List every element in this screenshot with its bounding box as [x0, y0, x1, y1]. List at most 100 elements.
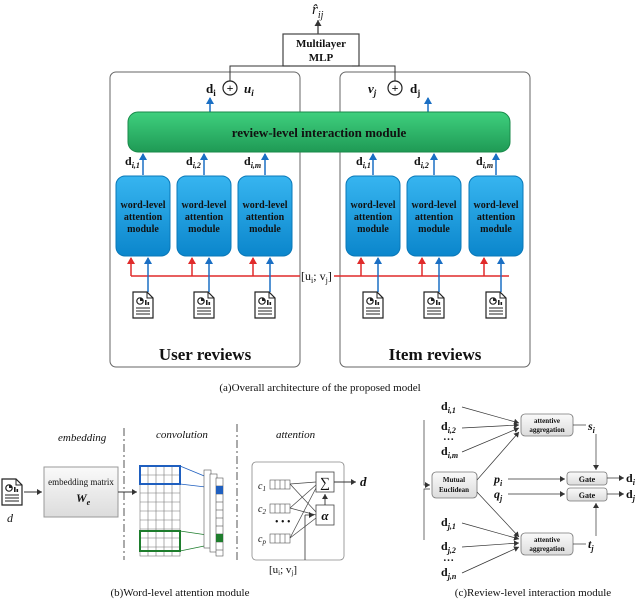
doc-to-word-arrows [144, 257, 505, 292]
review-d-label: di,1 [441, 399, 456, 415]
document-icon [1, 478, 23, 506]
feature-cell-green [216, 534, 223, 542]
user-word-modules [115, 175, 293, 257]
conv-input-grid [139, 465, 181, 557]
user-panel-box [109, 71, 301, 368]
user-reviews-title: User reviews [159, 345, 252, 364]
concat-uv-label: [ui; vj] [301, 269, 332, 285]
document-icon [254, 291, 276, 319]
svg-text:module: module [188, 224, 220, 235]
review-d-label: dj,1 [441, 515, 456, 531]
svg-text:word-level: word-level [243, 200, 288, 211]
gate-label: Gate [579, 475, 596, 484]
user-d-labels: di,1 di,2 di,m [125, 154, 261, 170]
user-concat-circle [222, 80, 238, 96]
word-module-labels: word-level attention module word-level a… [121, 200, 519, 235]
mlp-line1: Multilayer [296, 38, 346, 50]
item-panel-box [339, 71, 531, 368]
word-to-review-arrows [139, 153, 500, 175]
attentive-label: attentive [534, 417, 560, 425]
embedding-matrix-label: embedding matrix [48, 477, 114, 487]
panel-b: embedding convolution attention d embedd… [1, 424, 367, 599]
c1-label: c1 [258, 481, 266, 493]
document-d-label: d [7, 511, 14, 525]
attention-uv-label: [ui; vj] [269, 564, 297, 577]
gate-top [566, 471, 608, 486]
svg-text:word-level: word-level [121, 200, 166, 211]
item-d-j-label: dj [410, 81, 420, 98]
alpha-symbol: α [321, 508, 329, 523]
attention-dots: • • • [275, 517, 291, 528]
d-label: di,2 [414, 154, 429, 170]
svg-text:word-level: word-level [412, 200, 457, 211]
item-v-j-label: vj [368, 81, 377, 98]
svg-text:module: module [357, 224, 389, 235]
review-d-label: di,2 [441, 419, 456, 435]
document-icon [423, 291, 445, 319]
gate-connections [508, 434, 624, 536]
user-concat-plus: + [227, 81, 234, 95]
item-word-modules [345, 175, 524, 257]
panel-c: di,1 di,2 … di,m dj,1 dj,2 … dj,n attent… [423, 399, 636, 599]
attentive-label: attentive [534, 536, 560, 544]
review-d-label: dj,2 [441, 539, 456, 555]
top-agg-inputs [461, 406, 520, 481]
embedding-stage-label: embedding [58, 432, 107, 444]
review-level-module [127, 111, 511, 153]
concat-red-lines [127, 257, 509, 277]
item-concat-circle [387, 80, 403, 96]
c2-label: c2 [258, 504, 266, 516]
out-d-i-label: di [626, 471, 636, 487]
bottom-agg-inputs [461, 491, 520, 574]
d-label: di,2 [186, 154, 201, 170]
d-label: di,m [244, 154, 261, 170]
conv-feature-maps [203, 469, 224, 557]
attention-output-d: d [360, 474, 367, 489]
feature-cell-blue [216, 486, 223, 494]
svg-text:module: module [480, 224, 512, 235]
convolution-stage-label: convolution [156, 429, 208, 441]
review-level-module-label: review-level interaction module [232, 125, 407, 140]
caption-b: (b)Word-level attention module [110, 587, 249, 599]
attention-vectors [269, 479, 291, 544]
mutual-inputs [423, 420, 430, 540]
s-i-label: si [587, 419, 596, 435]
svg-text:module: module [127, 224, 159, 235]
conv-filter-green [139, 530, 181, 552]
panel-a: r̂ij Multilayer MLP di + ui vj + dj revi… [109, 2, 531, 394]
svg-text:word-level: word-level [351, 200, 396, 211]
d-label: di,1 [356, 154, 371, 170]
item-concat-plus: + [392, 81, 399, 95]
p-i-label: pi [493, 472, 503, 488]
caption-a: (a)Overall architecture of the proposed … [219, 382, 420, 394]
svg-text:word-level: word-level [182, 200, 227, 211]
d-label: di,m [476, 154, 493, 170]
word-attention-module [176, 175, 232, 257]
mutual-label: Mutual [443, 476, 465, 484]
sum-symbol: ∑ [320, 476, 330, 491]
svg-text:attention: attention [415, 212, 454, 223]
word-attention-module [406, 175, 462, 257]
aggregation-label: aggregation [529, 426, 564, 434]
user-d-i-label: di [206, 81, 216, 98]
svg-text:word-level: word-level [474, 200, 519, 211]
out-d-j-label: dj [626, 487, 636, 503]
cp-label: cp [258, 534, 266, 546]
review-dots: … [443, 552, 454, 564]
gate-label: Gate [579, 491, 596, 500]
t-j-label: tj [588, 537, 594, 553]
mlp-line2: MLP [309, 52, 334, 64]
mlp-box [282, 33, 360, 67]
document-icon [132, 291, 154, 319]
word-attention-module [237, 175, 293, 257]
item-review-doc-icons [362, 291, 507, 319]
svg-text:module: module [418, 224, 450, 235]
d-label: di,1 [125, 154, 140, 170]
mutual-euclidean-box [431, 471, 478, 499]
document-icon [362, 291, 384, 319]
svg-text:attention: attention [477, 212, 516, 223]
rating-output-label: r̂ij [312, 2, 324, 21]
caption-c: (c)Review-level interaction module [455, 587, 611, 599]
